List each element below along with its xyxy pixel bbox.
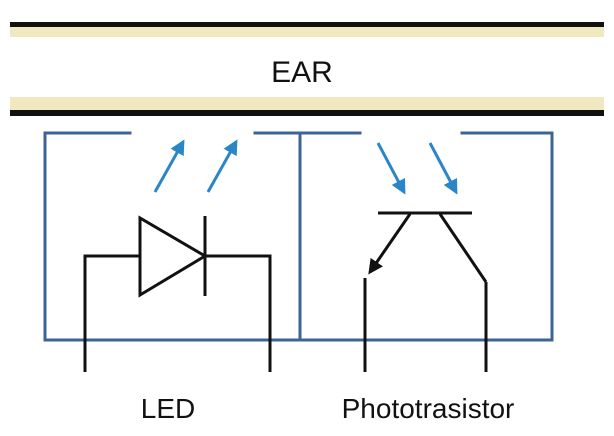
transistor-emitter xyxy=(368,213,412,275)
emitted-light-arrows xyxy=(153,139,238,193)
led-left-lead xyxy=(83,254,140,372)
ear-band-bottom-border xyxy=(10,110,604,116)
phototransistor-symbol xyxy=(363,211,488,372)
phototransistor-label: Phototrasistor xyxy=(342,393,515,424)
sensor-housing xyxy=(43,131,554,342)
ear-band-bottom-strip xyxy=(10,97,604,110)
ear-label: EAR xyxy=(271,56,333,89)
led-symbol xyxy=(83,215,272,372)
emitted-arrow-1 xyxy=(153,139,185,193)
transistor-collector xyxy=(438,213,488,283)
emitted-arrow-2 xyxy=(206,139,238,193)
ear-band-body xyxy=(10,37,604,97)
ear-band: EAR xyxy=(10,22,604,116)
received-arrow-2 xyxy=(428,142,458,195)
diode-triangle xyxy=(138,215,208,298)
led-right-lead xyxy=(205,254,272,372)
led-label: LED xyxy=(141,393,195,424)
received-light-arrows xyxy=(376,142,458,195)
ear-band-top-strip xyxy=(10,27,604,37)
ear-band-top-border xyxy=(10,22,604,27)
received-arrow-1 xyxy=(376,142,406,195)
